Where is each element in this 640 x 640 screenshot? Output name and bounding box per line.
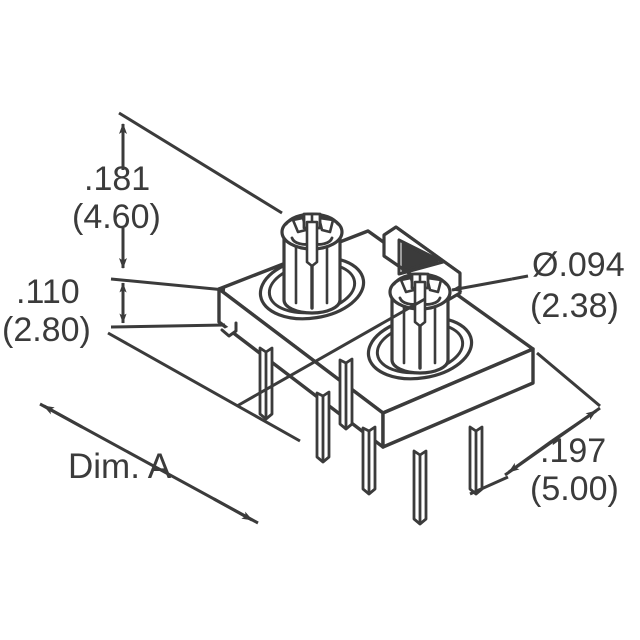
housing-notch xyxy=(220,321,238,338)
dim-a-arrow-left xyxy=(43,404,83,429)
depth-arrow-upper xyxy=(551,409,597,443)
label-height-total-imperial: .181 xyxy=(84,160,150,198)
leader-contact-diameter xyxy=(451,274,529,293)
dim-a-ext-right xyxy=(236,297,426,408)
pin-group xyxy=(258,346,484,526)
socket-contact-2 xyxy=(366,272,474,381)
depth-ext-top xyxy=(536,351,601,408)
pin-6 xyxy=(338,357,354,431)
depth-ext-bottom xyxy=(469,475,509,496)
dimension-housing-height xyxy=(110,277,226,329)
dimension-depth xyxy=(469,351,601,496)
label-housing-height-imperial: .110 xyxy=(16,273,80,311)
label-depth-metric: (5.00) xyxy=(530,470,619,508)
socket-contact-1 xyxy=(258,212,366,321)
pin-4 xyxy=(412,449,428,526)
pin-3 xyxy=(361,425,377,496)
dimension-dim-a xyxy=(39,297,426,525)
depth-arrow-lower xyxy=(508,439,553,474)
pin-5 xyxy=(468,425,484,496)
label-contact-diameter-metric: (2.38) xyxy=(530,287,619,325)
ext-line-housing-bottom xyxy=(110,323,226,329)
label-housing-height-metric: (2.80) xyxy=(2,311,91,349)
label-contact-diameter-imperial: Ø.094 xyxy=(532,246,625,284)
dim-a-arrow-right xyxy=(213,497,253,522)
pin-1 xyxy=(258,346,274,421)
polarity-triangle-outline xyxy=(397,238,445,276)
label-dim-a: Dim. A xyxy=(68,447,172,486)
label-height-total-metric: (4.60) xyxy=(72,198,161,236)
diameter-leader-tail xyxy=(511,274,529,281)
ext-line-total-height xyxy=(118,111,283,215)
housing-right-face xyxy=(381,347,535,449)
dimension-height-total xyxy=(118,111,283,269)
diameter-leader-arrow xyxy=(451,277,513,293)
dim-a-ext-left xyxy=(107,331,301,443)
label-depth-imperial: .197 xyxy=(540,432,606,470)
contact-2-center-pin xyxy=(413,280,427,328)
contact-1-center-pin xyxy=(305,220,319,268)
ext-line-housing-top xyxy=(110,277,226,292)
pin-2 xyxy=(315,390,331,464)
